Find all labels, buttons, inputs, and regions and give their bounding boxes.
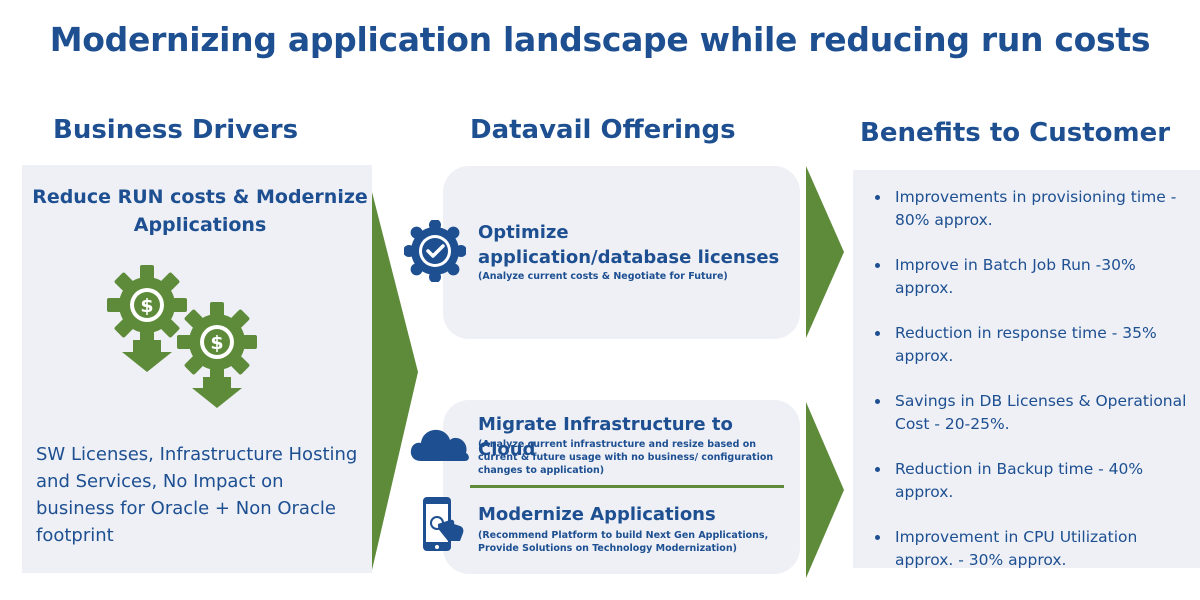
flow-arrow-bottom-right <box>806 402 844 578</box>
bullet-icon <box>875 467 880 472</box>
benefit-text: Improve in Batch Job Run -30% approx. <box>895 256 1136 297</box>
datavail-offerings-heading: Datavail Offerings <box>470 115 736 145</box>
bullet-icon <box>875 263 880 268</box>
drivers-description: SW Licenses, Infrastructure Hosting and … <box>36 444 358 546</box>
offering-title-cloud: Migrate Infrastructure to Cloud <box>478 414 733 460</box>
benefit-text: Savings in DB Licenses & Operational Cos… <box>895 392 1187 433</box>
bullet-icon <box>875 331 880 336</box>
benefit-text: Improvements in provisioning time - 80% … <box>895 188 1177 229</box>
verified-badge-icon <box>404 220 466 282</box>
cloud-icon <box>410 429 469 461</box>
list-item: Savings in DB Licenses & Operational Cos… <box>873 390 1198 458</box>
business-drivers-heading: Business Drivers <box>53 115 299 145</box>
benefit-text: Reduction in response time - 35% approx. <box>895 324 1157 365</box>
dollar-gear-down-icon: $ $ <box>107 265 257 408</box>
benefits-list: Improvements in provisioning time - 80% … <box>873 186 1198 594</box>
offering-subtitle-modernize: (Recommend Platform to build Next Gen Ap… <box>478 530 769 554</box>
bullet-icon <box>875 195 880 200</box>
benefit-text: Reduction in Backup time - 40% approx. <box>895 460 1144 501</box>
bullet-icon <box>875 535 880 540</box>
svg-text:$: $ <box>140 295 153 317</box>
list-item: Improve in Batch Job Run -30% approx. <box>873 254 1198 322</box>
list-item: Reduction in response time - 35% approx. <box>873 322 1198 390</box>
drivers-heading: Reduce RUN costs & Modernize Application… <box>32 186 368 236</box>
flow-arrow-left <box>372 192 418 570</box>
offering-title-licenses: Optimize application/database licenses <box>478 222 780 268</box>
flow-arrow-top-right <box>806 166 844 338</box>
offering-subtitle-cloud: (Analyze current infrastructure and resi… <box>478 439 774 476</box>
offering-divider <box>470 485 784 488</box>
svg-text:$: $ <box>210 332 223 354</box>
list-item: Improvements in provisioning time - 80% … <box>873 186 1198 254</box>
mobile-touch-icon <box>423 497 464 551</box>
offering-subtitle-licenses: (Analyze current costs & Negotiate for F… <box>478 271 728 282</box>
list-item: Improvement in CPU Utilization approx. -… <box>873 526 1198 594</box>
benefit-text: Improvement in CPU Utilization approx. -… <box>895 528 1138 569</box>
business-drivers-panel: Reduce RUN costs & Modernize Application… <box>22 165 372 573</box>
bullet-icon <box>875 399 880 404</box>
benefits-panel: Improvements in provisioning time - 80% … <box>853 170 1200 569</box>
benefits-heading: Benefits to Customer <box>860 118 1171 148</box>
offering-title-modernize: Modernize Applications <box>478 504 716 525</box>
offering-box-licenses <box>443 166 800 339</box>
page-title: Modernizing application landscape while … <box>49 20 1151 59</box>
list-item: Reduction in Backup time - 40% approx. <box>873 458 1198 526</box>
